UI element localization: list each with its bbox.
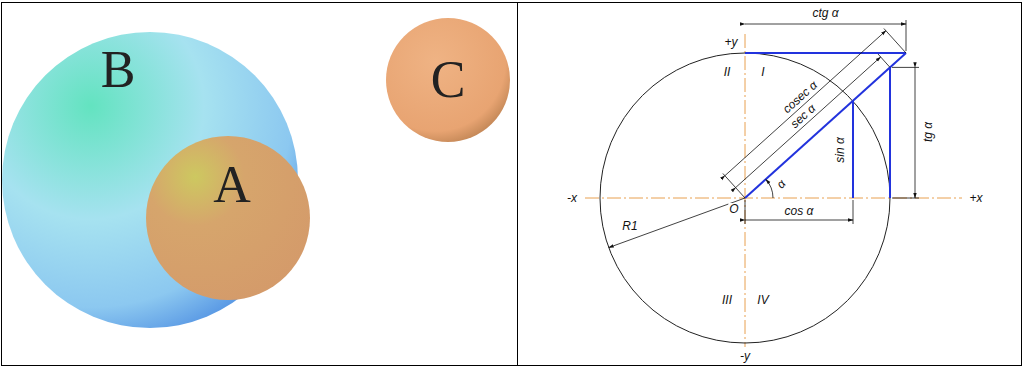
- cosec-dimension: [725, 31, 886, 176]
- quadrant-label: III: [721, 294, 733, 306]
- quadrant-label: II: [723, 66, 732, 78]
- dimension-label: tg α: [922, 121, 934, 143]
- cos-dimension: [745, 220, 853, 221]
- extension-line: [884, 29, 906, 54]
- axis-label: -y: [739, 350, 751, 362]
- angle-label: α: [774, 177, 789, 192]
- secant-line: [745, 53, 906, 198]
- table-frame: [2, 3, 1022, 366]
- extension-line: [906, 20, 907, 51]
- set-letter: A: [213, 159, 251, 211]
- radius-leader: [609, 198, 745, 248]
- origin-label: O: [728, 203, 739, 215]
- dimension-label: cos α: [784, 205, 815, 217]
- quadrant-label: IV: [756, 294, 769, 306]
- axis-label: +x: [968, 192, 983, 204]
- angle-arc: [766, 179, 773, 198]
- sine-line: [852, 101, 854, 198]
- set-letter: C: [431, 54, 466, 106]
- set-circle: C: [386, 18, 510, 142]
- circle-fill: [386, 18, 510, 142]
- unit-circle: [600, 53, 890, 343]
- quadrant-label: I: [760, 66, 765, 78]
- ctg-dimension: [745, 24, 906, 25]
- tangent-line: [889, 67, 891, 198]
- trig-lines: [745, 53, 906, 198]
- axis-label: +y: [723, 36, 738, 48]
- dimension-lines: [609, 20, 919, 248]
- circle-fill: [146, 136, 310, 300]
- axes: [585, 34, 962, 347]
- y-axis: [745, 34, 746, 347]
- subset-circle: A: [146, 136, 310, 300]
- axis-label: -x: [566, 192, 578, 204]
- x-axis: [585, 198, 962, 199]
- dimension-label: sin α: [834, 136, 846, 164]
- dimension-label: ctg α: [811, 7, 839, 19]
- set-letter: B: [101, 44, 136, 96]
- set-circle: BA: [2, 32, 298, 328]
- tg-dimension: [915, 67, 916, 198]
- radius-label: R1: [621, 220, 638, 232]
- cotangent-line: [745, 52, 906, 54]
- sec-dimension: [736, 57, 881, 188]
- extension-line: [723, 174, 745, 199]
- table-divider: [517, 3, 518, 366]
- extension-line: [878, 54, 890, 67]
